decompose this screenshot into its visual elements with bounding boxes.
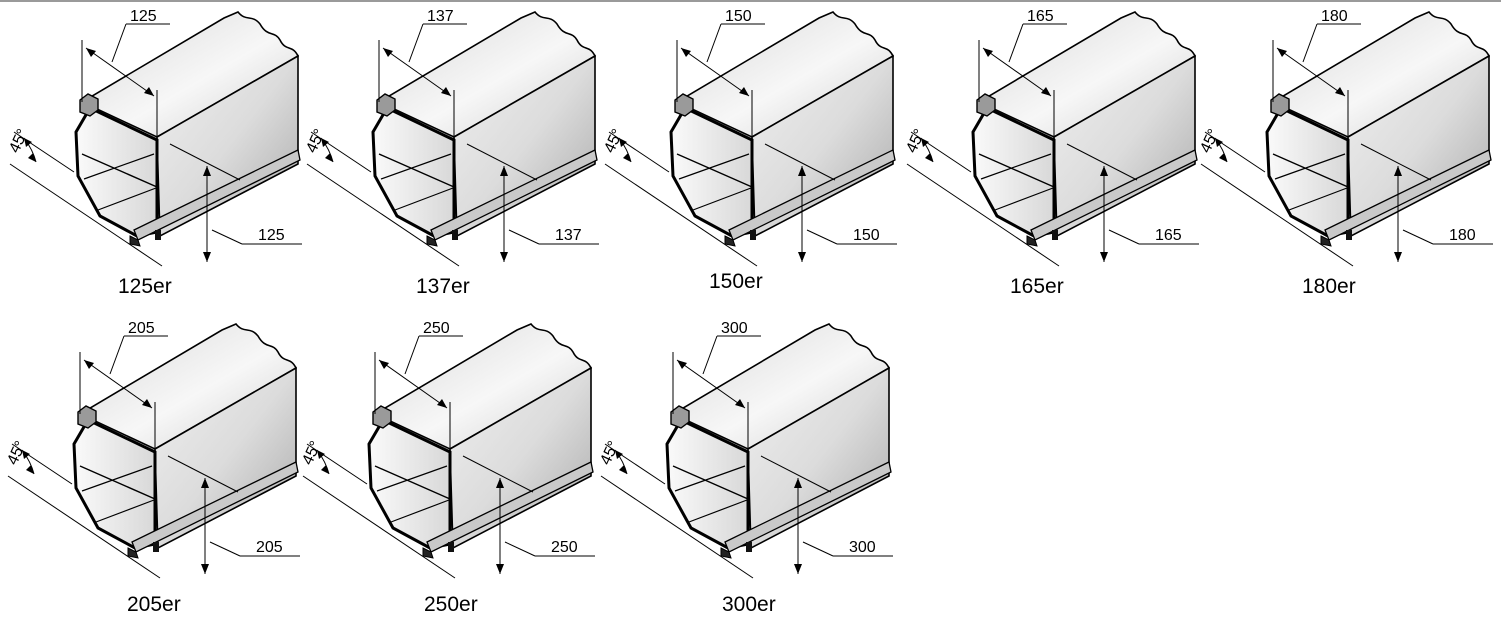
- profile-150: 150 150 45°: [597, 4, 897, 274]
- bottom-rail: [133, 149, 301, 241]
- height-dimension-label: 250: [551, 539, 578, 556]
- top-face: [377, 11, 597, 138]
- profile-drawing: 137 137 45°: [303, 8, 599, 267]
- width-dimension-label: 137: [427, 8, 454, 25]
- front-opening: [72, 418, 157, 550]
- profile-caption-300: 300er: [722, 593, 776, 616]
- height-dimension-label: 125: [258, 227, 285, 244]
- angle-label: 45°: [1197, 127, 1223, 156]
- front-opening: [665, 418, 750, 550]
- top-face: [671, 323, 891, 450]
- width-dimension-label: 250: [423, 320, 450, 337]
- top-clip: [376, 93, 396, 117]
- angle-label: 45°: [903, 127, 929, 156]
- profile-165: 165 165 45°: [899, 4, 1199, 274]
- bottom-rail: [724, 461, 892, 553]
- profile-205: 205 205 45°: [0, 316, 300, 586]
- bottom-rail: [728, 149, 896, 241]
- side-face: [154, 366, 297, 550]
- front-opening: [669, 106, 754, 238]
- bottom-rail: [1324, 149, 1492, 241]
- side-face: [747, 366, 890, 550]
- profile-drawing: 300 300 45°: [597, 320, 893, 579]
- top-clip: [1270, 93, 1290, 117]
- angle-label: 45°: [6, 127, 32, 156]
- top-rule: [0, 0, 1501, 2]
- width-dimension-label: 300: [721, 320, 748, 337]
- top-face: [977, 11, 1197, 138]
- height-dimension-label: 205: [256, 539, 283, 556]
- profile-caption-165: 165er: [1010, 275, 1064, 298]
- top-clip: [976, 93, 996, 117]
- profile-180: 180 180 45°: [1193, 4, 1493, 274]
- bottom-rail: [131, 461, 299, 553]
- profile-caption-250: 250er: [424, 593, 478, 616]
- height-dimension-label: 300: [849, 539, 876, 556]
- top-face: [80, 11, 300, 138]
- profile-caption-180: 180er: [1302, 275, 1356, 298]
- side-face: [449, 366, 592, 550]
- side-face: [1347, 54, 1490, 238]
- profile-drawing: 165 165 45°: [903, 8, 1199, 267]
- top-face: [675, 11, 895, 138]
- profile-caption-125: 125er: [118, 275, 172, 298]
- width-dimension-label: 205: [128, 320, 155, 337]
- profile-300: 300 300 45°: [593, 316, 893, 586]
- bottom-rail: [430, 149, 598, 241]
- front-opening: [367, 418, 452, 550]
- width-dimension-label: 180: [1321, 8, 1348, 25]
- top-clip: [77, 405, 97, 429]
- height-dimension-label: 150: [853, 227, 880, 244]
- front-opening: [971, 106, 1056, 238]
- angle-label: 45°: [597, 439, 623, 468]
- profile-137: 137 137 45°: [299, 4, 599, 274]
- angle-label: 45°: [303, 127, 329, 156]
- angle-label: 45°: [601, 127, 627, 156]
- angle-label: 45°: [299, 439, 325, 468]
- width-dimension-label: 150: [725, 8, 752, 25]
- top-face: [78, 323, 298, 450]
- top-face: [373, 323, 593, 450]
- top-clip: [79, 93, 99, 117]
- width-dimension-label: 125: [130, 8, 157, 25]
- top-clip: [670, 405, 690, 429]
- height-dimension-label: 137: [555, 227, 582, 244]
- profile-caption-205: 205er: [127, 593, 181, 616]
- profile-250: 250 250 45°: [295, 316, 595, 586]
- profile-drawing: 205 205 45°: [4, 320, 300, 579]
- front-opening: [1265, 106, 1350, 238]
- bottom-rail: [426, 461, 594, 553]
- top-face: [1271, 11, 1491, 138]
- bottom-rail: [1030, 149, 1198, 241]
- profile-caption-150: 150er: [709, 270, 763, 293]
- side-face: [1053, 54, 1196, 238]
- profile-drawing: 125 125 45°: [6, 8, 302, 267]
- top-clip: [372, 405, 392, 429]
- profile-caption-137: 137er: [416, 275, 470, 298]
- top-clip: [674, 93, 694, 117]
- side-face: [751, 54, 894, 238]
- height-dimension-label: 165: [1155, 227, 1182, 244]
- side-face: [453, 54, 596, 238]
- profile-drawing: 250 250 45°: [299, 320, 595, 579]
- angle-label: 45°: [4, 439, 30, 468]
- front-opening: [371, 106, 456, 238]
- width-dimension-label: 165: [1027, 8, 1054, 25]
- height-dimension-label: 180: [1449, 227, 1476, 244]
- profile-drawing: 180 180 45°: [1197, 8, 1493, 267]
- profile-125: 125 125 45°: [2, 4, 302, 274]
- side-face: [156, 54, 299, 238]
- front-opening: [74, 106, 159, 238]
- profile-drawing: 150 150 45°: [601, 8, 897, 267]
